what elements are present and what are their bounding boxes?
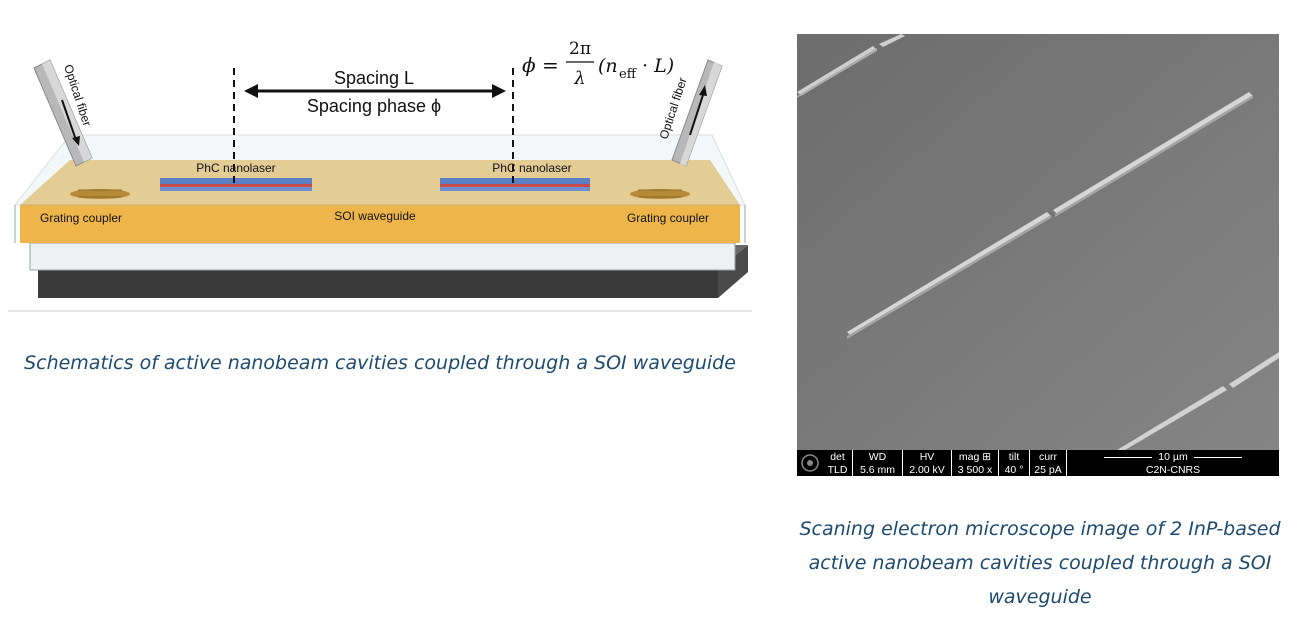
- spacing-label: Spacing L: [334, 68, 414, 88]
- optical-fiber-right: [671, 59, 723, 167]
- equation-rhs-open: (n: [598, 55, 618, 77]
- sem-mag-header: mag ⊞: [958, 451, 992, 463]
- sem-det-value: TLD: [827, 464, 848, 476]
- equation-numerator: 2π: [569, 39, 591, 59]
- sem-curr-header: curr: [1038, 451, 1058, 463]
- sem-image: det TLD WD 5.6 mm HV 2.00 kV mag ⊞ 3 500…: [797, 34, 1279, 476]
- schematic-figure: Spacing L Spacing phase ϕ ϕ = 2π λ (n ef…: [0, 0, 760, 320]
- equation-subscript: eff: [619, 67, 638, 82]
- sem-wd-value: 5.6 mm: [859, 464, 895, 476]
- sem-wd: WD 5.6 mm: [852, 450, 902, 476]
- gold-layer-top: [20, 160, 740, 205]
- nanolaser-left-label: PhC nanolaser: [196, 161, 275, 175]
- nanobeam-bottom-right: [1117, 352, 1279, 450]
- nanolaser-right-label: PhC nanolaser: [492, 161, 571, 175]
- spacing-arrow: [244, 84, 506, 98]
- sem-wd-header: WD: [868, 451, 887, 463]
- sem-hv-value: 2.00 kV: [909, 464, 945, 476]
- sem-det-header: det: [830, 451, 845, 463]
- phase-label: Spacing phase ϕ: [307, 96, 441, 116]
- sem-tilt-header: tilt: [1008, 451, 1020, 463]
- sem-lab-label: C2N-CNRS: [1145, 464, 1201, 476]
- sem-scale-label: 10 µm: [1158, 451, 1188, 463]
- nanolaser-left: [160, 178, 312, 191]
- nanolaser-right: [440, 178, 590, 191]
- sem-tilt-value: 40 °: [1004, 464, 1024, 476]
- sem-mag: mag ⊞ 3 500 x: [951, 450, 998, 476]
- sem-hv: HV 2.00 kV: [902, 450, 951, 476]
- box-layer-front: [29, 242, 736, 271]
- waveguide-label: SOI waveguide: [334, 209, 416, 223]
- grating-coupler-right: [630, 189, 690, 199]
- equation-rhs-close: · L): [642, 55, 674, 77]
- phase-equation: ϕ = 2π λ (n eff · L): [522, 39, 674, 89]
- sem-scale-bar: 10 µm: [1067, 451, 1279, 463]
- sem-hv-header: HV: [919, 451, 935, 463]
- substrate-right-side: [718, 245, 748, 298]
- equation-lhs: ϕ =: [522, 53, 559, 77]
- sem-micrograph: [797, 34, 1279, 450]
- sem-info-bar: det TLD WD 5.6 mm HV 2.00 kV mag ⊞ 3 500…: [797, 450, 1279, 476]
- grating-coupler-left: [70, 189, 130, 199]
- substrate-front: [38, 270, 718, 298]
- sem-scale: 10 µm C2N-CNRS: [1066, 450, 1279, 476]
- fiber-arrow-right: [689, 94, 704, 136]
- schematic-diagram: Spacing L Spacing phase ϕ ϕ = 2π λ (n ef…: [8, 39, 752, 312]
- sem-tilt: tilt 40 °: [998, 450, 1029, 476]
- grating-left-label: Grating coupler: [40, 211, 122, 225]
- optical-fiber-left: [33, 59, 93, 167]
- gold-layer-front: [20, 205, 740, 243]
- sem-det: det TLD: [824, 450, 851, 476]
- caption-sem: Scaning electron microscope image of 2 I…: [799, 518, 1281, 608]
- grating-right-label: Grating coupler: [627, 211, 709, 225]
- sem-curr: curr 25 pA: [1029, 450, 1066, 476]
- sem-curr-value: 25 pA: [1034, 464, 1062, 476]
- nanobeam-top-left: [797, 34, 905, 98]
- equation-denominator: λ: [573, 68, 585, 89]
- caption-schematic: Schematics of active nanobeam cavities c…: [24, 352, 736, 374]
- sem-logo-icon: [797, 450, 823, 476]
- fiber-arrow-left: [61, 99, 77, 141]
- nanobeam-upper-right: [1053, 92, 1253, 217]
- nanobeam-lower-middle: [847, 212, 1051, 339]
- sem-mag-value: 3 500 x: [957, 464, 993, 476]
